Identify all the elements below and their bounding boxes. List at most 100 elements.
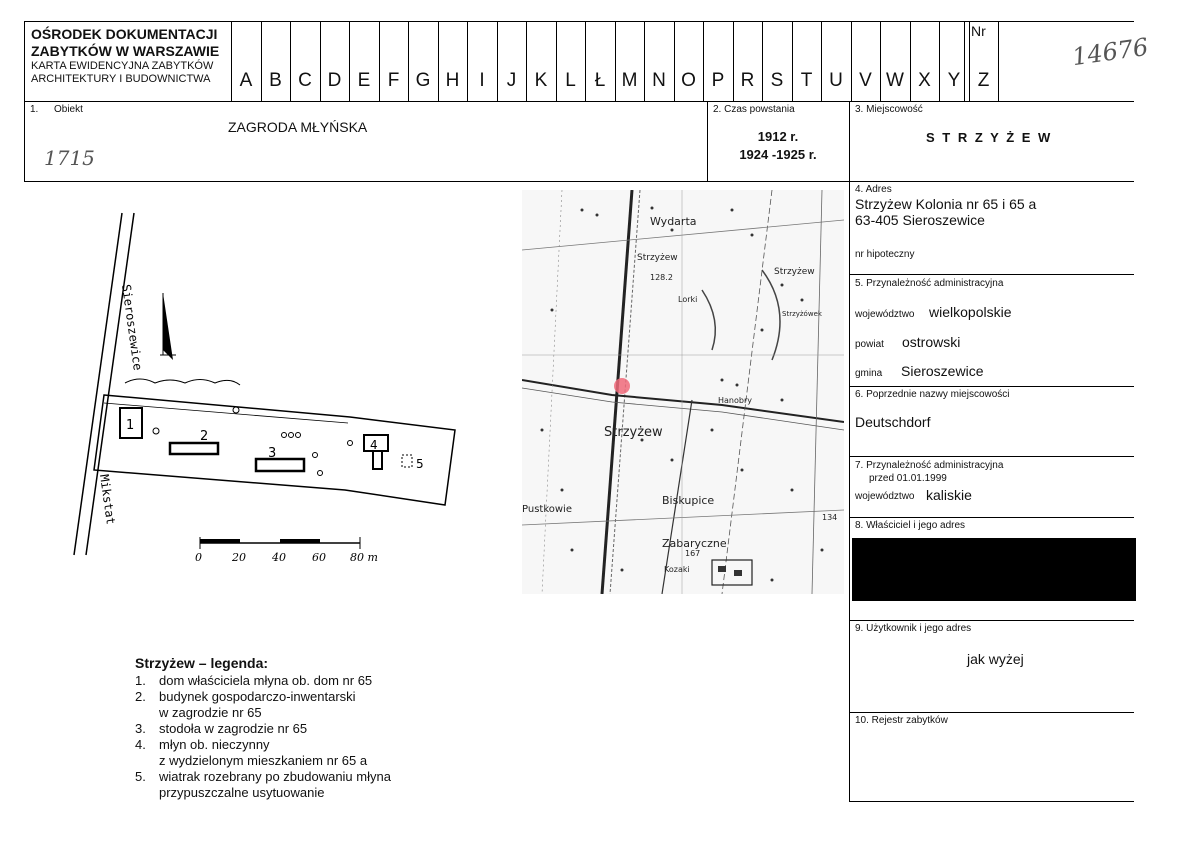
- legend-item-number: 5.: [135, 769, 146, 784]
- uzytkownik-value: jak wyżej: [967, 651, 1024, 667]
- miejscowosc-value: S T R Z Y Ż E W: [926, 130, 1053, 145]
- legend-item-text: przypuszczalne usytuowanie: [159, 785, 325, 800]
- letter-cell: O: [681, 70, 696, 91]
- plan-building-4: 4: [370, 438, 378, 452]
- topographic-map: Wydarta Strzyżew 128.2 Strzyżew Lorki St…: [522, 190, 844, 594]
- legend-title: Strzyżew – legenda:: [135, 655, 269, 671]
- legend-item: 1. dom właściciela młyna ob. dom nr 65: [135, 673, 391, 689]
- letter-cell: R: [740, 70, 755, 91]
- letter-cell: Y: [947, 70, 961, 91]
- letter-cell: J: [506, 70, 517, 91]
- letter-cell: Z: [977, 70, 990, 91]
- miejscowosc-label: 3. Miejscowość: [855, 104, 923, 115]
- letter-grid-line: [968, 21, 970, 101]
- letter-grid-line: [260, 21, 262, 101]
- letter-grid-line: [821, 21, 822, 101]
- plan-building-5: 5: [416, 457, 424, 471]
- legend: Strzyżew – legenda: 1. dom właściciela mł…: [135, 655, 391, 801]
- legend-item-text: stodoła w zagrodzie nr 65: [159, 721, 308, 736]
- plan-building-3: 3: [268, 446, 276, 461]
- letter-grid-line: [349, 21, 350, 101]
- letter-grid-line: [526, 21, 527, 101]
- letter-grid-line: [585, 21, 586, 101]
- letter-cell: X: [918, 70, 931, 91]
- gmina-value: Sieroszewice: [901, 363, 984, 379]
- hipoteczny-label: nr hipoteczny: [855, 249, 915, 260]
- przed-sublabel: przed 01.01.1999: [869, 473, 947, 484]
- letter-grid-line: [319, 21, 321, 101]
- adres-line1: Strzyżew Kolonia nr 65 i 65 a: [855, 196, 1037, 212]
- letter-grid-line: [231, 21, 232, 101]
- plan-road-bottom: Mikstat: [97, 473, 118, 525]
- wojewodztwo-label: województwo: [855, 309, 915, 320]
- letter-cell: T: [800, 70, 813, 91]
- letter-cell: A: [239, 70, 253, 91]
- obiekt-label: Obiekt: [54, 104, 83, 115]
- site-plan: Sieroszewice Mikstat 1 2 3 4 5 0 20 40 6…: [73, 212, 456, 564]
- nr-label: Nr: [971, 23, 986, 39]
- map-label-hanobry: Hanobry: [718, 396, 752, 405]
- map-label-strzyzew-main: Strzyżew: [604, 425, 663, 440]
- letter-cell: C: [298, 70, 312, 91]
- letter-cell: B: [269, 70, 282, 91]
- letter-grid-line: [732, 21, 734, 101]
- legend-item-text: młyn ob. nieczynny: [159, 737, 270, 752]
- rejestr-label: 10. Rejestr zabytków: [855, 715, 948, 726]
- org-title-line2: ZABYTKÓW W WARSZAWIE: [31, 43, 220, 59]
- letter-grid-line: [437, 21, 439, 101]
- letter-cell: Ł: [594, 70, 606, 91]
- letter-grid-line: [909, 21, 911, 101]
- legend-item-number: 2.: [135, 689, 146, 704]
- legend-item-text: z wydzielonym mieszkaniem nr 65 a: [159, 753, 368, 768]
- letter-cell: V: [859, 70, 872, 91]
- letter-cell: N: [652, 70, 666, 91]
- legend-item-text: dom właściciela młyna ob. dom nr 65: [159, 673, 373, 688]
- nr-handwritten: 14676: [1070, 32, 1150, 72]
- adres-line2: 63-405 Sieroszewice: [855, 212, 985, 228]
- map-location-marker: [614, 378, 630, 394]
- legend-item-number: 1.: [135, 673, 146, 688]
- letter-cell: M: [621, 70, 638, 91]
- scale-label-0: 0: [195, 551, 202, 564]
- map-label-pustkowie: Pustkowie: [522, 504, 572, 515]
- powiat-value: ostrowski: [902, 334, 961, 350]
- map-label-kozaki: Kozaki: [664, 565, 690, 574]
- plan-building-1: 1: [126, 418, 134, 433]
- przynaleznosc-label: 5. Przynależność administracyjna: [855, 278, 1004, 289]
- letter-grid-line: [408, 21, 409, 101]
- przed-woj-label: województwo: [855, 491, 915, 502]
- letter-cell: H: [445, 70, 460, 91]
- letter-grid-line: [850, 21, 852, 101]
- plan-building-2: 2: [200, 429, 208, 444]
- map-label-strzyzowek: Strzyżówek: [782, 310, 823, 318]
- map-label-biskupice: Biskupice: [662, 494, 714, 507]
- map-label-strzyzew-1: Strzyżew: [637, 253, 678, 263]
- org-title-line1: OŚRODEK DOKUMENTACJI: [31, 26, 218, 42]
- scale-label-60: 60: [312, 551, 326, 564]
- powiat-label: powiat: [855, 339, 884, 350]
- letter-cell: E: [357, 70, 371, 91]
- letter-cell: P: [711, 70, 725, 91]
- letter-grid-line: [614, 21, 616, 101]
- letter-cell: K: [534, 70, 548, 91]
- czas-line1: 1912 r.: [757, 129, 799, 144]
- letter-grid-line: [939, 21, 940, 101]
- wojewodztwo-value: wielkopolskie: [929, 304, 1012, 320]
- obiekt-value: ZAGRODA MŁYŃSKA: [228, 119, 368, 135]
- scale-label-20: 20: [231, 551, 246, 564]
- letter-grid-line: [555, 21, 557, 101]
- letter-cell: G: [415, 70, 431, 91]
- legend-item-text: wiatrak rozebrany po zbudowaniu młyna: [159, 769, 391, 784]
- letter-grid-line: [762, 21, 763, 101]
- legend-item: 3.stodoła w zagrodzie nr 65: [135, 721, 391, 737]
- legend-item-text: budynek gospodarczo-inwentarski: [159, 689, 356, 704]
- letter-cell: S: [770, 70, 784, 91]
- letter-grid-line: [378, 21, 380, 101]
- map-label-elev-2: 134: [822, 513, 837, 522]
- map-label-lorki: Lorki: [678, 295, 697, 304]
- adres-label: 4. Adres: [855, 184, 892, 195]
- plan-road-left: Sieroszewice: [119, 283, 145, 371]
- letter-cell: U: [829, 70, 843, 91]
